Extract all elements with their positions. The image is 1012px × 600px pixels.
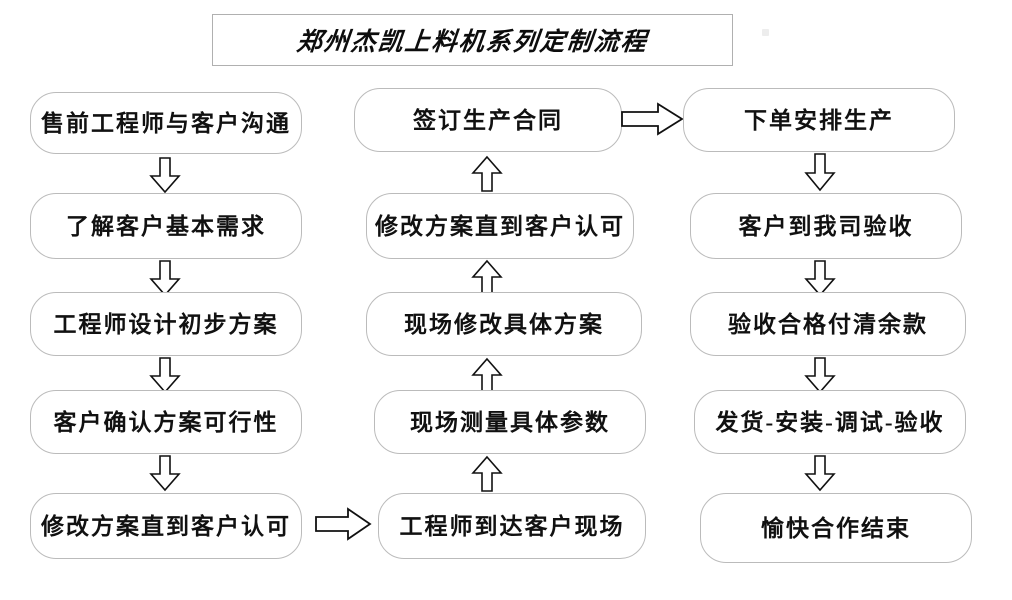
node-pay-balance-after-acceptance[interactable]: 验收合格付清余款	[690, 292, 966, 356]
node-label: 工程师到达客户现场	[399, 513, 625, 539]
chart-title-box: 郑州杰凯上料机系列定制流程	[212, 14, 733, 66]
arrow-up-c2-1	[470, 155, 504, 193]
node-understand-requirements[interactable]: 了解客户基本需求	[30, 193, 302, 259]
scan-artifact	[762, 29, 769, 36]
node-label: 了解客户基本需求	[66, 213, 266, 239]
node-ship-install-debug-accept[interactable]: 发货-安装-调试-验收	[694, 390, 966, 454]
node-label: 签订生产合同	[413, 107, 563, 133]
node-label: 客户到我司验收	[738, 213, 914, 239]
node-onsite-measure-params[interactable]: 现场测量具体参数	[374, 390, 646, 454]
node-sign-production-contract[interactable]: 签订生产合同	[354, 88, 622, 152]
arrow-down-c3-2	[803, 260, 837, 297]
arrow-up-c2-4	[470, 455, 504, 493]
node-engineer-initial-design[interactable]: 工程师设计初步方案	[30, 292, 302, 356]
arrow-down-c1-4	[148, 455, 182, 492]
node-pleasant-cooperation-end[interactable]: 愉快合作结束	[700, 493, 972, 563]
arrow-down-c1-2	[148, 260, 182, 297]
node-label: 验收合格付清余款	[728, 311, 928, 337]
page-title: 郑州杰凯上料机系列定制流程	[295, 29, 650, 56]
node-label: 修改方案直到客户认可	[375, 213, 625, 239]
node-customer-confirm-feasibility[interactable]: 客户确认方案可行性	[30, 390, 302, 454]
arrow-down-c1-1	[148, 157, 182, 194]
node-label: 下单安排生产	[744, 107, 894, 133]
arrow-right-col2-to-col3	[621, 102, 684, 137]
node-revise-until-approved-c1[interactable]: 修改方案直到客户认可	[30, 493, 302, 559]
node-label: 售前工程师与客户沟通	[41, 110, 291, 136]
node-label: 客户确认方案可行性	[53, 409, 279, 435]
node-customer-inspection-at-factory[interactable]: 客户到我司验收	[690, 193, 962, 259]
node-label: 现场修改具体方案	[404, 311, 604, 337]
arrow-down-c1-3	[148, 357, 182, 394]
node-engineer-arrive-onsite[interactable]: 工程师到达客户现场	[378, 493, 646, 559]
node-onsite-revise-plan[interactable]: 现场修改具体方案	[366, 292, 642, 356]
arrow-down-c3-3	[803, 357, 837, 394]
arrow-right-col1-to-col2	[315, 507, 372, 542]
node-label: 现场测量具体参数	[410, 409, 610, 435]
node-label: 发货-安装-调试-验收	[715, 409, 945, 435]
node-label: 工程师设计初步方案	[53, 311, 279, 337]
node-label: 愉快合作结束	[761, 515, 911, 541]
arrow-down-c3-4	[803, 455, 837, 492]
node-label: 修改方案直到客户认可	[41, 513, 291, 539]
node-place-order-schedule-production[interactable]: 下单安排生产	[683, 88, 955, 152]
node-presales-communication[interactable]: 售前工程师与客户沟通	[30, 92, 302, 154]
node-revise-until-approved-c2[interactable]: 修改方案直到客户认可	[366, 193, 634, 259]
arrow-down-c3-1	[803, 153, 837, 192]
